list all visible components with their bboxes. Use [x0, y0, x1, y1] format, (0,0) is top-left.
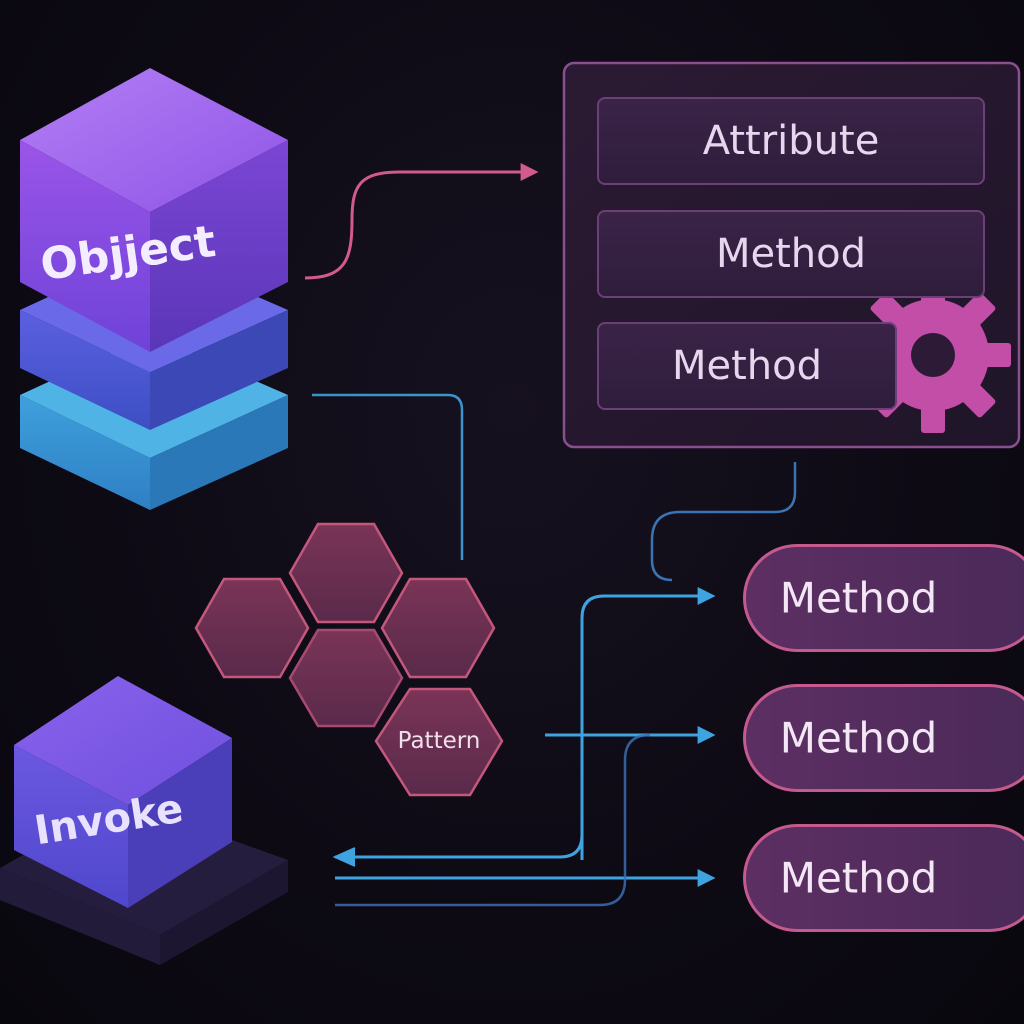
panel-row-attribute: Attribute — [597, 97, 985, 185]
connector-invoke-bidirectional — [335, 834, 584, 859]
connector-invoke-arrowhead — [332, 847, 356, 867]
method-pill-3-label: Method — [779, 853, 938, 903]
connector-object-to-pattern — [312, 393, 464, 560]
hex-top — [288, 522, 404, 624]
method-pill-2: Method — [743, 684, 1024, 792]
hex-left — [194, 577, 310, 679]
hex-right — [380, 577, 496, 679]
panel-row-method-2: Method — [597, 322, 897, 410]
connector-panel-to-method-1 — [650, 462, 797, 582]
pattern-hex-label: Pattern — [397, 728, 481, 754]
method-pill-3: Method — [743, 824, 1024, 932]
invoke-cube — [0, 676, 288, 965]
panel-row-method-2-label: Method — [671, 343, 823, 389]
connector-object-to-panel — [304, 163, 539, 280]
method-pill-1: Method — [743, 544, 1024, 652]
panel-row-method-1-label: Method — [715, 231, 867, 277]
pattern-hex-cluster — [194, 522, 504, 797]
connector-method-1 — [580, 587, 716, 860]
panel-row-attribute-label: Attribute — [702, 118, 880, 164]
object-cube-top — [20, 68, 288, 352]
object-cube-stack — [20, 68, 288, 510]
method-pill-2-label: Method — [779, 713, 938, 763]
connectors — [304, 163, 797, 907]
method-pill-1-label: Method — [779, 573, 938, 623]
connector-loop — [335, 733, 651, 907]
panel-row-method-1: Method — [597, 210, 985, 298]
hex-pattern — [374, 687, 504, 797]
hex-center — [288, 628, 404, 728]
